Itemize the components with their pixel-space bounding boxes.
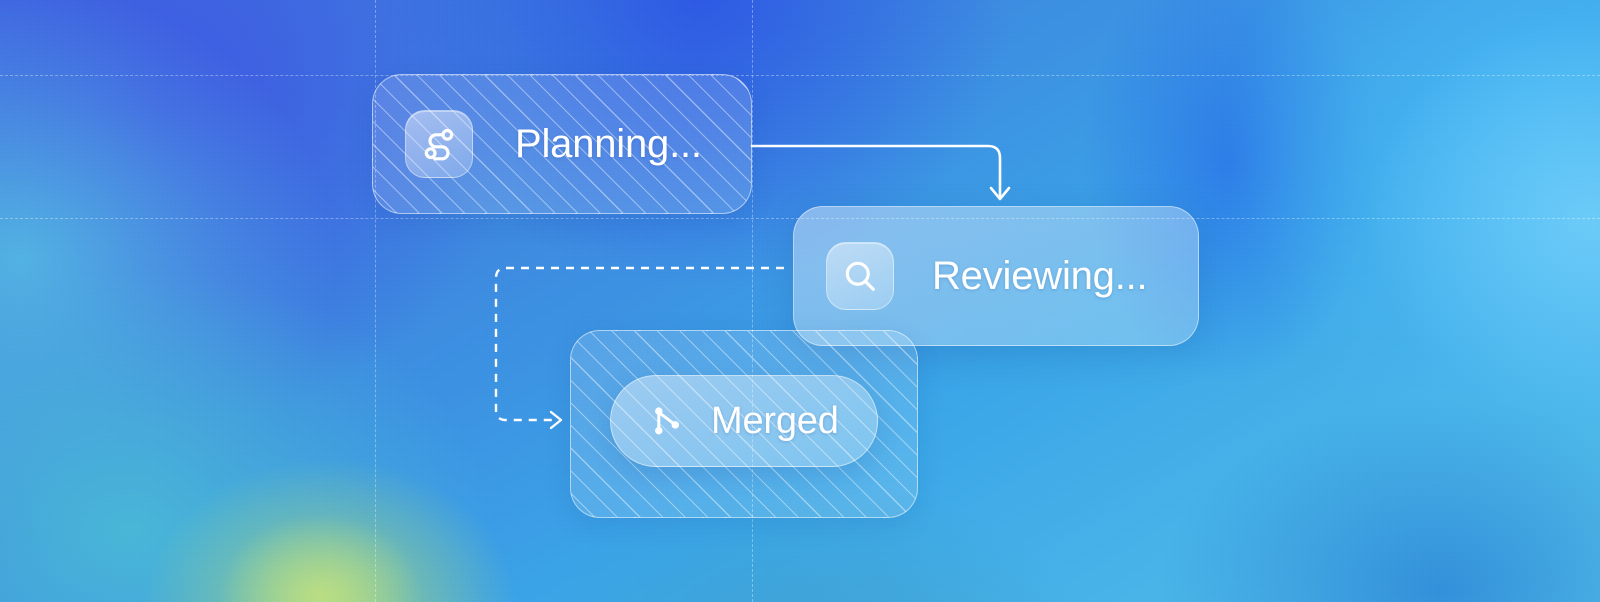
node-planning[interactable]: Planning...	[372, 74, 752, 214]
node-planning-label: Planning...	[515, 121, 702, 166]
node-reviewing-label: Reviewing...	[932, 253, 1148, 298]
search-icon	[845, 261, 875, 291]
node-merged-label: Merged	[711, 399, 839, 442]
node-reviewing[interactable]: Reviewing...	[793, 206, 1199, 346]
git-branch-icon	[655, 407, 680, 435]
git-branch-icon-wrap	[643, 398, 689, 444]
route-icon-tile	[405, 110, 473, 178]
route-icon	[424, 128, 454, 161]
search-icon-tile	[826, 242, 894, 310]
node-merged[interactable]: Merged	[610, 375, 878, 467]
